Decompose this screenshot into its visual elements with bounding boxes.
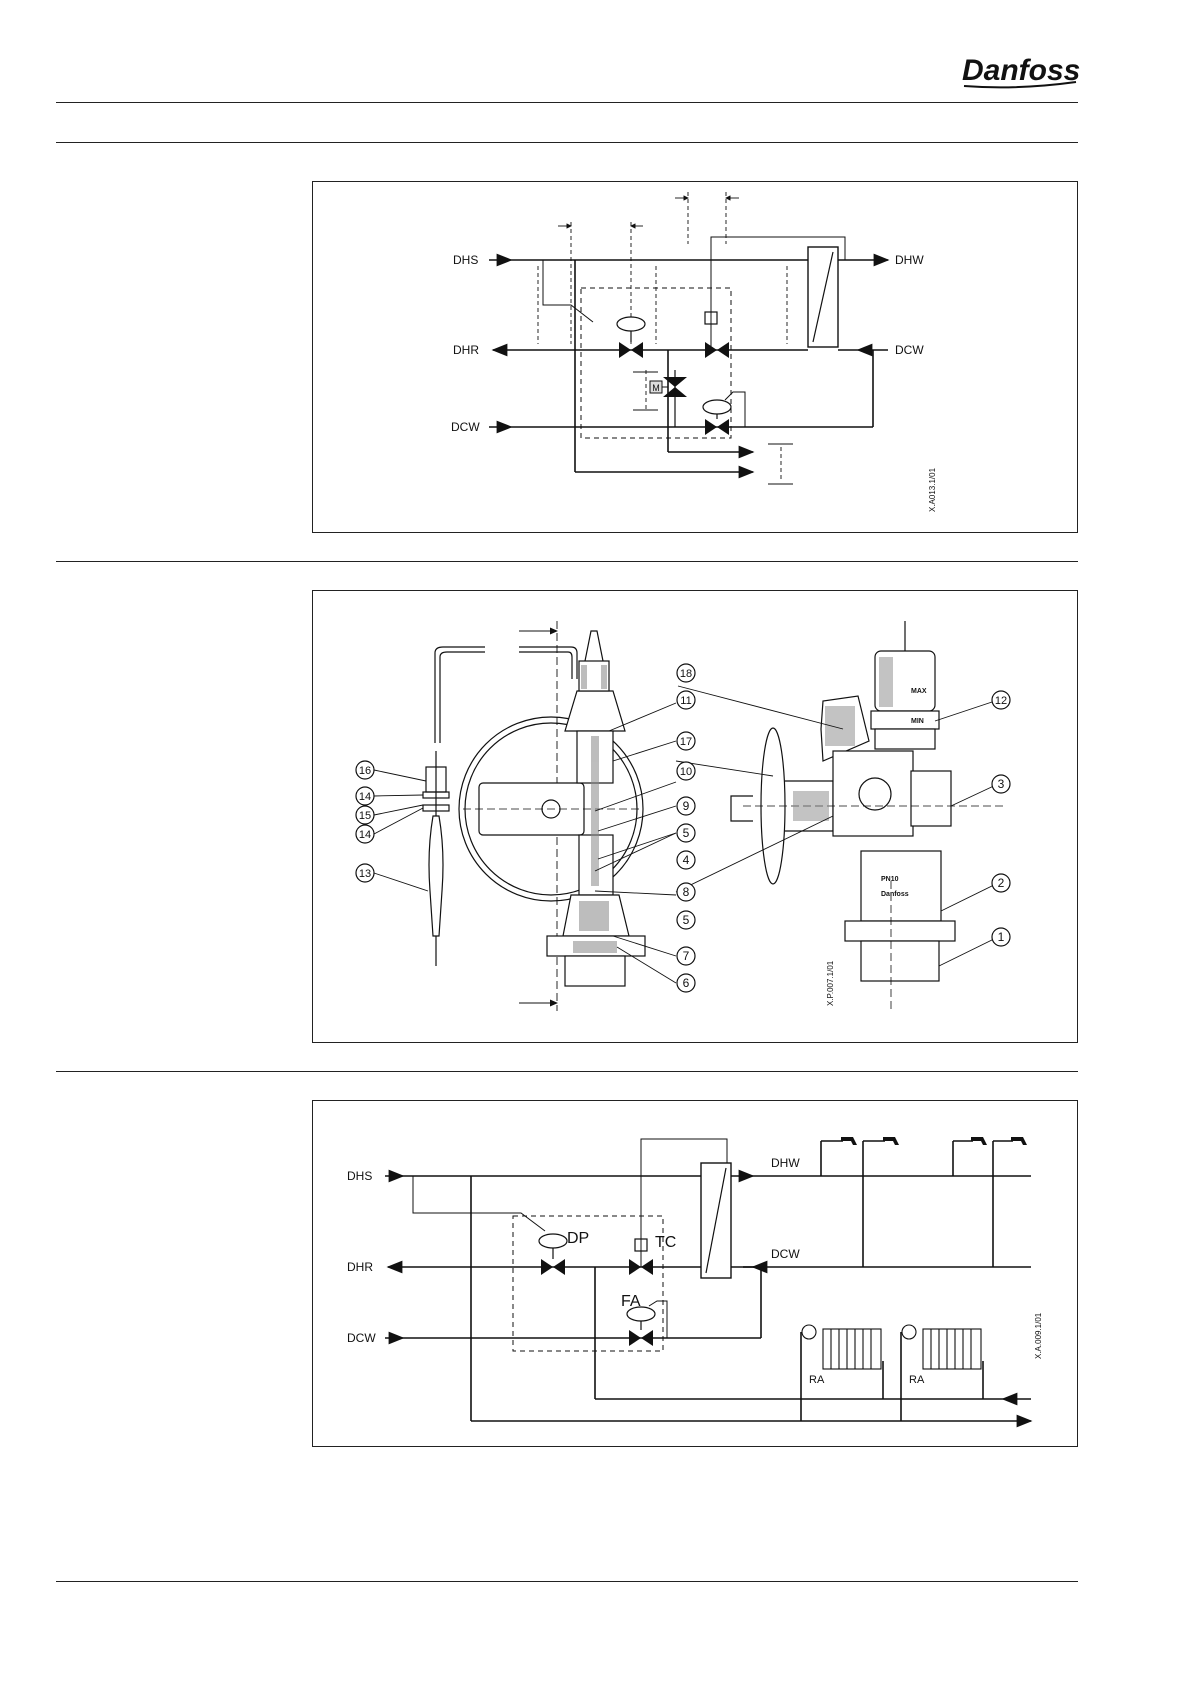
callout: 14 bbox=[359, 829, 371, 841]
callout: 14 bbox=[359, 791, 371, 803]
label-dcw-left: DCW bbox=[451, 420, 480, 434]
callout: 17 bbox=[680, 736, 692, 748]
callout: 5 bbox=[683, 913, 690, 927]
callout: 3 bbox=[998, 777, 1005, 791]
figure-2-sectional-drawing: MAX MIN PN10 Danfoss 1 2 3 4 bbox=[312, 590, 1078, 1043]
callout: 13 bbox=[359, 868, 371, 880]
callout: 9 bbox=[683, 799, 690, 813]
marking-min: MIN bbox=[911, 718, 924, 725]
logo-wordmark: Danfoss bbox=[962, 54, 1080, 87]
figure-1-ref: X.A013.1/01 bbox=[928, 467, 937, 512]
header-rule-top bbox=[56, 102, 1078, 103]
marking-brand: Danfoss bbox=[881, 891, 909, 898]
label-dcw-left: DCW bbox=[347, 1331, 376, 1345]
callout: 16 bbox=[359, 765, 371, 777]
label-tc: TC bbox=[655, 1234, 676, 1251]
section-rule-1 bbox=[56, 561, 1078, 562]
header-rule-bottom bbox=[56, 142, 1078, 143]
callout: 6 bbox=[683, 976, 690, 990]
callout: 7 bbox=[683, 949, 690, 963]
footer-rule bbox=[56, 1581, 1078, 1582]
callout: 10 bbox=[680, 766, 692, 778]
callout: 18 bbox=[680, 668, 692, 680]
figure-3-system-scheme: DHS DHR DCW DHW DCW RA RA DP TC FA X.A.0… bbox=[312, 1100, 1078, 1447]
callout: 15 bbox=[359, 810, 371, 822]
callout: 2 bbox=[998, 876, 1005, 890]
callout: 11 bbox=[680, 695, 691, 707]
marking-pn: PN10 bbox=[881, 876, 899, 883]
label-ra-2: RA bbox=[909, 1374, 925, 1386]
section-rule-2 bbox=[56, 1071, 1078, 1072]
label-dhs: DHS bbox=[347, 1169, 372, 1183]
label-dhr: DHR bbox=[453, 343, 479, 357]
callout: 8 bbox=[683, 885, 690, 899]
figure-1-application-scheme: M DHS DHR DCW DHW DCW X.A013.1/01 bbox=[312, 181, 1078, 533]
figure-2-ref: X.P.007.1/01 bbox=[826, 960, 835, 1006]
danfoss-logo: Danfoss bbox=[958, 46, 1080, 96]
figure-3-ref: X.A.009.1/01 bbox=[1034, 1312, 1043, 1359]
callout: 4 bbox=[683, 853, 690, 867]
label-dcw-mid: DCW bbox=[771, 1247, 800, 1261]
callout: 1 bbox=[998, 930, 1005, 944]
marking-max: MAX bbox=[911, 688, 927, 695]
label-dhw: DHW bbox=[895, 253, 924, 267]
label-dhr: DHR bbox=[347, 1260, 373, 1274]
callout: 12 bbox=[995, 695, 1007, 707]
label-dp: DP bbox=[567, 1230, 589, 1247]
label-ra-1: RA bbox=[809, 1374, 825, 1386]
label-dhs: DHS bbox=[453, 253, 478, 267]
label-dcw-right: DCW bbox=[895, 343, 924, 357]
label-dhw: DHW bbox=[771, 1156, 800, 1170]
motor-label: M bbox=[652, 383, 660, 393]
callout: 5 bbox=[683, 826, 690, 840]
label-fa: FA bbox=[621, 1293, 641, 1310]
